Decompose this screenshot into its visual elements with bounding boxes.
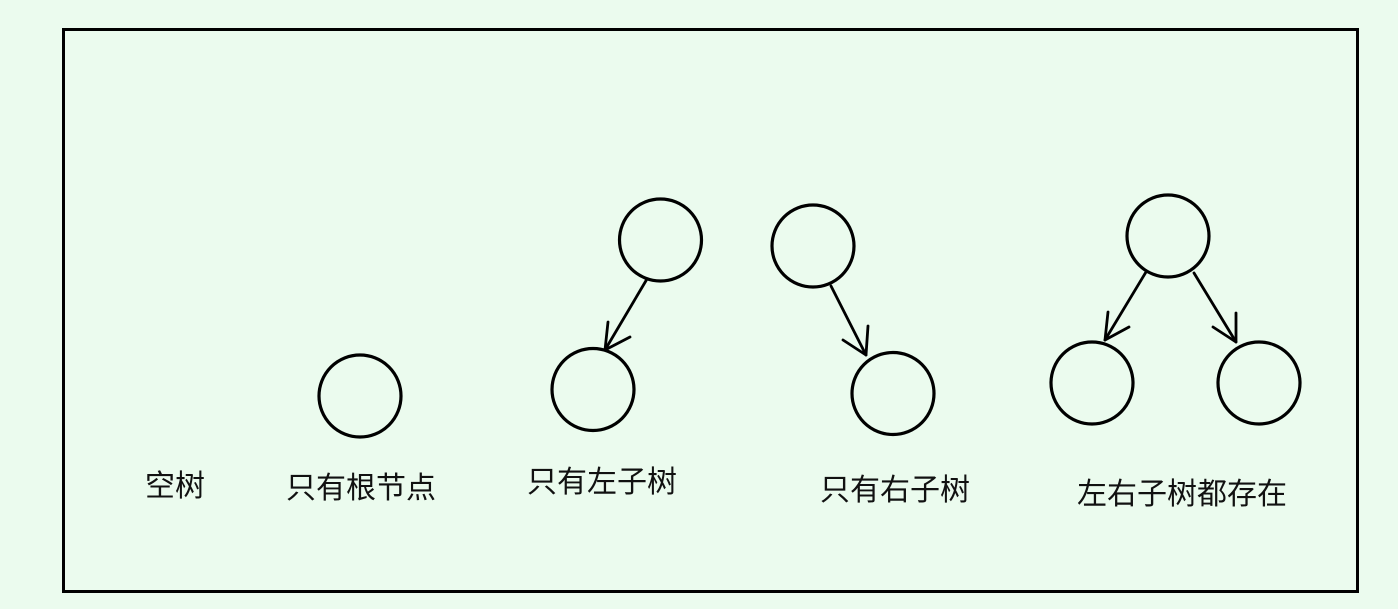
label-both-subtrees: 左右子树都存在 [1077, 477, 1287, 512]
label-empty-tree: 空树 [145, 469, 205, 504]
label-root-only: 只有根节点 [286, 471, 436, 506]
root-node [617, 197, 704, 283]
left-edge-arrowhead-icon [603, 320, 632, 352]
right-edge-arrowhead-icon [841, 324, 870, 357]
right-edge-line [1192, 271, 1238, 344]
diagram-frame [62, 28, 1359, 593]
right-child-node [850, 350, 936, 437]
tree-left-only: 只有左子树 [527, 197, 704, 500]
left-edge-line [1103, 270, 1148, 342]
left-child-node [550, 346, 636, 433]
root-node [317, 353, 403, 439]
tree-root-only: 只有根节点 [286, 353, 436, 506]
tree-right-only: 只有右子树 [770, 203, 970, 508]
root-node [770, 203, 856, 289]
right-child-node [1216, 340, 1302, 426]
tree-both-subtrees: 左右子树都存在 [1049, 193, 1302, 512]
root-node [1125, 193, 1211, 279]
label-right-only: 只有右子树 [820, 473, 970, 508]
left-edge-arrowhead-icon [1103, 310, 1131, 342]
tree-empty: 空树 [145, 469, 205, 504]
left-edge-line [603, 277, 649, 352]
right-edge-line [829, 284, 868, 357]
right-edge-arrowhead-icon [1211, 311, 1238, 344]
label-left-only: 只有左子树 [527, 465, 677, 500]
left-child-node [1049, 340, 1135, 426]
